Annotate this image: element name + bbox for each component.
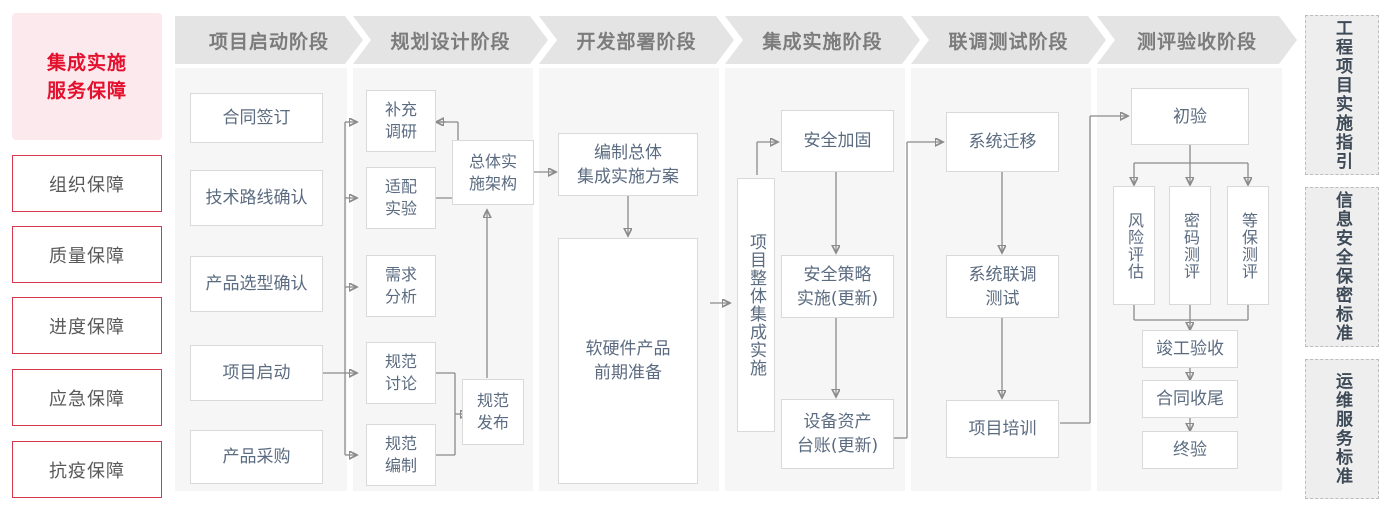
node-mlps-evaluation[interactable]: 等保测评 <box>1227 186 1269 305</box>
node-label-line1: 编制总体 <box>594 142 662 163</box>
standard-information-security[interactable]: 信息安全保密标准 <box>1305 187 1379 347</box>
node-label: 初验 <box>1173 106 1207 127</box>
sidebar-item-emergency[interactable]: 应急保障 <box>12 369 162 426</box>
node-label: 产品选型确认 <box>205 274 308 294</box>
node-standard-discussion[interactable]: 规范 讨论 <box>366 342 436 404</box>
phase-header-label: 联调测试阶段 <box>948 30 1069 53</box>
node-label-line1: 规范 <box>384 352 417 371</box>
node-label-line1: 系统联调 <box>968 264 1037 285</box>
node-label-line2: 前期准备 <box>594 363 662 383</box>
node-label: 竣工验收 <box>1156 339 1224 359</box>
node-label: 终验 <box>1173 440 1207 460</box>
node-label: 技术路线确认 <box>205 188 308 208</box>
phase-header-label: 规划设计阶段 <box>390 30 511 53</box>
node-label-line2: 实施(更新) <box>796 288 879 309</box>
node-system-joint-debug-test[interactable]: 系统联调 测试 <box>946 255 1059 318</box>
node-requirement-analysis[interactable]: 需求 分析 <box>366 255 436 317</box>
node-label-line2: 发布 <box>476 413 509 432</box>
node-contract-signing[interactable]: 合同签订 <box>190 93 323 143</box>
node-label: 安全加固 <box>803 131 872 151</box>
node-standard-drafting[interactable]: 规范 编制 <box>366 424 436 486</box>
node-label: 合同收尾 <box>1156 389 1224 409</box>
sidebar-item-label: 抗疫保障 <box>49 460 125 482</box>
node-label-line1: 安全策略 <box>803 264 872 285</box>
phase-header-label: 集成实施阶段 <box>762 30 883 53</box>
phase-header-label: 测评验收阶段 <box>1136 30 1257 53</box>
node-label-line2: 施架构 <box>468 173 517 193</box>
node-label-line2: 测试 <box>985 288 1020 309</box>
node-label-line2: 实验 <box>384 199 417 218</box>
node-label-line1: 软硬件产品 <box>585 339 671 359</box>
standard-engineering-project-guide[interactable]: 工程项目实施指引 <box>1305 15 1379 175</box>
node-equipment-asset-ledger[interactable]: 设备资产 台账(更新) <box>781 399 894 469</box>
node-draft-overall-integration-plan[interactable]: 编制总体 集成实施方案 <box>558 133 698 196</box>
standard-ops-service[interactable]: 运维服务标准 <box>1305 359 1379 499</box>
phase-header-1[interactable]: 项目启动阶段 <box>175 16 363 64</box>
node-adaptation-experiment[interactable]: 适配 实验 <box>366 167 436 229</box>
node-label-line1: 设备资产 <box>803 412 872 432</box>
node-hardware-software-preparation[interactable]: 软硬件产品 前期准备 <box>558 238 698 484</box>
node-cryptography-evaluation[interactable]: 密码测评 <box>1169 186 1211 305</box>
sidebar-title-line2: 服务保障 <box>46 79 127 102</box>
node-standard-release[interactable]: 规范 发布 <box>462 379 524 445</box>
standard-label: 工程项目实施指引 <box>1332 19 1352 171</box>
phase-header-6[interactable]: 测评验收阶段 <box>1097 16 1297 64</box>
node-label-line2: 集成实施方案 <box>577 166 679 187</box>
node-overall-implementation-architecture[interactable]: 总体实 施架构 <box>452 140 534 205</box>
node-label-line1: 规范 <box>384 434 417 453</box>
node-security-hardening[interactable]: 安全加固 <box>781 110 894 172</box>
phase-header-3[interactable]: 开发部署阶段 <box>539 16 734 64</box>
node-label-line1: 规范 <box>476 391 509 410</box>
node-label: 项目启动 <box>222 363 291 383</box>
node-label-line1: 需求 <box>384 265 417 284</box>
sidebar-item-epidemic[interactable]: 抗疫保障 <box>12 441 162 498</box>
node-label-line2: 讨论 <box>384 374 417 393</box>
node-product-selection-confirm[interactable]: 产品选型确认 <box>190 256 323 312</box>
sidebar-item-schedule[interactable]: 进度保障 <box>12 297 162 354</box>
node-label: 风险评估 <box>1125 211 1144 280</box>
node-product-procurement[interactable]: 产品采购 <box>190 430 323 484</box>
node-tech-route-confirm[interactable]: 技术路线确认 <box>190 170 323 226</box>
node-label-line2: 编制 <box>384 456 417 475</box>
node-label-line1: 总体实 <box>468 151 517 171</box>
sidebar-item-label: 组织保障 <box>49 174 125 196</box>
node-label: 产品采购 <box>222 447 291 467</box>
node-label: 等保测评 <box>1239 211 1258 280</box>
node-completion-acceptance[interactable]: 竣工验收 <box>1142 330 1238 368</box>
node-security-policy-implementation[interactable]: 安全策略 实施(更新) <box>781 255 894 318</box>
node-project-kickoff[interactable]: 项目启动 <box>190 345 323 401</box>
node-preliminary-acceptance[interactable]: 初验 <box>1131 88 1249 145</box>
phase-header-label: 项目启动阶段 <box>208 30 329 53</box>
sidebar-item-organization[interactable]: 组织保障 <box>12 155 162 212</box>
standard-label: 信息安全保密标准 <box>1332 191 1352 343</box>
node-label-line2: 调研 <box>384 122 417 141</box>
node-overall-project-integration[interactable]: 项目整体集成实施 <box>737 178 775 432</box>
phase-header-5[interactable]: 联调测试阶段 <box>911 16 1106 64</box>
sidebar-item-quality[interactable]: 质量保障 <box>12 226 162 283</box>
node-contract-closeout[interactable]: 合同收尾 <box>1142 380 1238 418</box>
node-label: 项目培训 <box>968 419 1037 439</box>
standard-label: 运维服务标准 <box>1332 372 1352 486</box>
node-label-line2: 分析 <box>384 287 417 306</box>
node-final-acceptance[interactable]: 终验 <box>1142 431 1238 469</box>
node-label: 项目整体集成实施 <box>746 233 766 377</box>
node-label: 合同签订 <box>222 108 291 128</box>
phase-header-2[interactable]: 规划设计阶段 <box>353 16 548 64</box>
sidebar-item-label: 质量保障 <box>49 245 125 267</box>
node-label: 系统迁移 <box>968 132 1037 152</box>
sidebar-item-label: 应急保障 <box>49 388 125 410</box>
node-label-line2: 台账(更新) <box>796 436 879 456</box>
phase-header-label: 开发部署阶段 <box>576 30 697 53</box>
node-label: 密码测评 <box>1181 211 1200 280</box>
sidebar-item-label: 进度保障 <box>49 316 125 338</box>
node-risk-assessment[interactable]: 风险评估 <box>1113 186 1155 305</box>
node-project-training[interactable]: 项目培训 <box>946 400 1059 458</box>
node-label-line1: 适配 <box>384 177 417 196</box>
node-system-migration[interactable]: 系统迁移 <box>946 112 1059 172</box>
node-supplementary-research[interactable]: 补充 调研 <box>366 90 436 152</box>
phase-header-4[interactable]: 集成实施阶段 <box>725 16 920 64</box>
sidebar-title: 集成实施 服务保障 <box>12 13 162 140</box>
node-label-line1: 补充 <box>384 100 417 119</box>
sidebar-title-line1: 集成实施 <box>46 51 127 74</box>
